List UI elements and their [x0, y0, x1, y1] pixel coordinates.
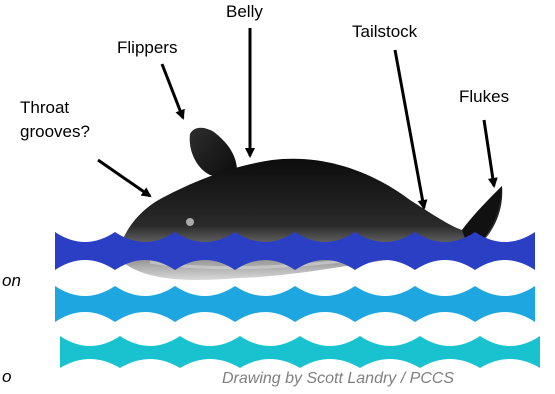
text-fragment-1: on [2, 271, 21, 291]
drawing-credit: Drawing by Scott Landry / PCCS [222, 370, 454, 388]
waves-icon [55, 232, 540, 368]
wave-band-bottom [60, 336, 540, 368]
whale-eye [186, 218, 194, 226]
label-throat-line1: Throat [20, 98, 69, 118]
wave-band-middle [55, 286, 535, 322]
label-flukes: Flukes [459, 87, 509, 107]
text-fragment-2: o [2, 367, 11, 387]
arrow-tailstock [395, 50, 424, 208]
arrow-flukes [484, 120, 494, 186]
label-throat-line2: grooves? [20, 122, 90, 142]
label-flippers: Flippers [117, 38, 177, 58]
label-tailstock: Tailstock [352, 22, 417, 42]
arrow-throat-grooves [98, 160, 150, 196]
arrow-flippers [162, 64, 183, 118]
label-belly: Belly [226, 2, 263, 22]
